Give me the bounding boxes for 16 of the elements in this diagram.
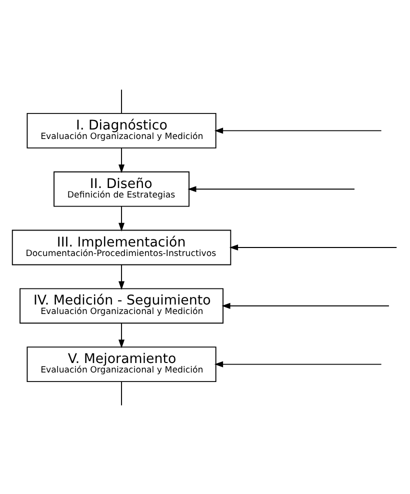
node-box: V. Mejoramiento Evaluación Organizacional y Medición <box>26 346 216 382</box>
arrow <box>222 302 390 308</box>
arrow <box>118 205 125 231</box>
node-box: IV. Medición - Seguimiento Evaluación Organizacional y Medición <box>20 288 224 324</box>
arrow <box>214 127 382 134</box>
arrow <box>118 264 125 290</box>
connector <box>121 88 122 114</box>
arrow <box>188 186 355 192</box>
node-box: III. Implementación Documentación-Procedimientos-Instructivos <box>12 229 232 265</box>
connector <box>121 380 122 406</box>
arrow <box>229 244 398 250</box>
node-box: I. Diagnóstico Evaluación Organizacional y Medición <box>26 112 216 148</box>
arrow <box>118 147 125 173</box>
arrow <box>214 360 382 367</box>
node-box: II. Diseño Definición de Estrategias <box>54 170 190 206</box>
arrow <box>118 322 125 348</box>
